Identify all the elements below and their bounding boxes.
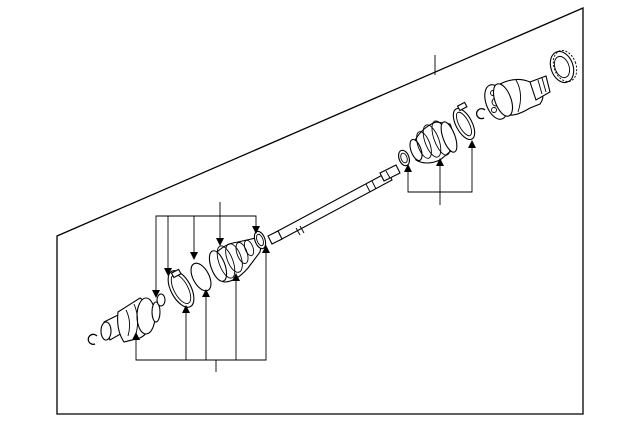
axle-shaft [267, 164, 401, 245]
cv-boot-outer [208, 237, 262, 283]
callout-arrows-right [404, 140, 476, 172]
outer-cv-joint [100, 297, 161, 343]
callout-group-left [135, 202, 267, 361]
snap-ring-small [156, 293, 166, 307]
inner-joint-housing [492, 75, 551, 117]
boot-clamp-inner-small [398, 149, 410, 167]
retaining-ring [190, 262, 212, 292]
boot-clamp-small [253, 230, 267, 250]
callout-group-right [407, 146, 473, 205]
tone-ring [549, 50, 578, 84]
cv-boot-inner [409, 120, 458, 164]
boot-clamp-inner-large [452, 101, 476, 141]
boot-clamp-large [167, 268, 195, 308]
callout-arrows-left [132, 226, 270, 340]
circlip-inner [475, 107, 486, 120]
panel-outline [56, 7, 584, 415]
circlip-outer [87, 333, 98, 345]
